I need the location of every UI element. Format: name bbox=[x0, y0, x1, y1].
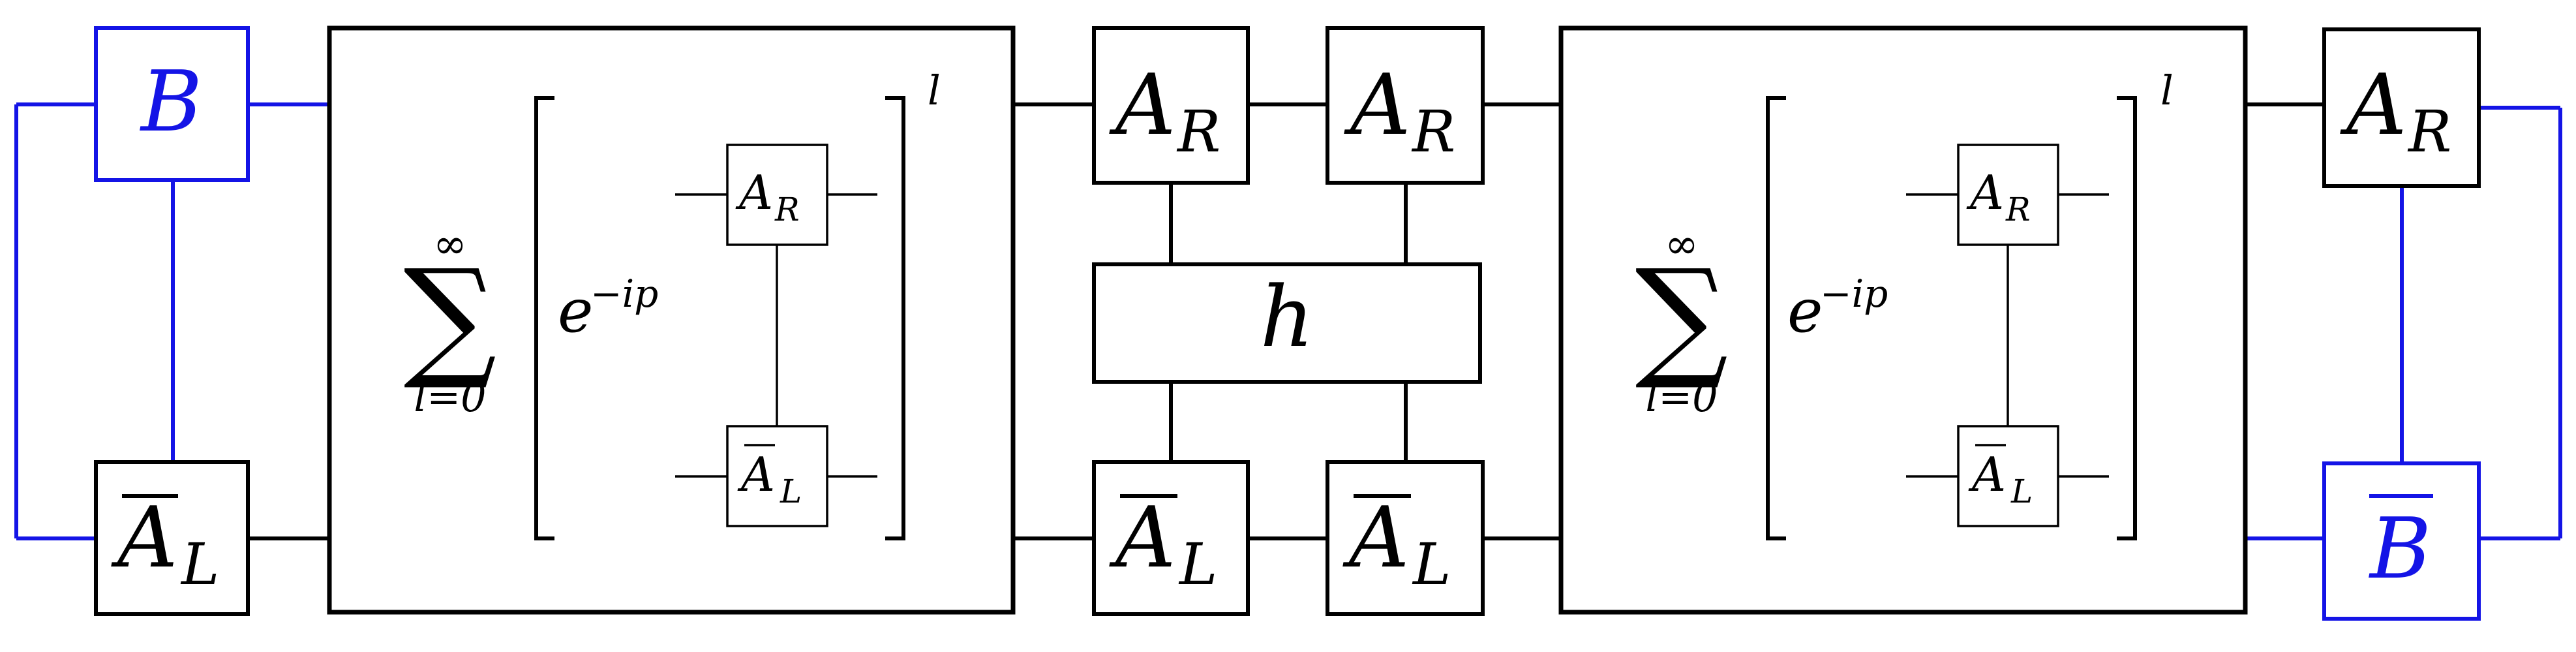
phase-exponent: −ip bbox=[590, 272, 658, 316]
phase-e: e bbox=[558, 276, 593, 346]
operator-h: h bbox=[1092, 262, 1482, 384]
inner-A-R-right-R: R bbox=[2005, 191, 2031, 228]
bracket-close bbox=[885, 96, 905, 540]
sum-lower-limit: l=0 bbox=[414, 373, 486, 421]
sum-sign: ∑ bbox=[1635, 241, 1729, 394]
black-wires bbox=[248, 102, 2324, 540]
tensor-A-R-right: A R bbox=[2322, 27, 2481, 188]
tensor-A-label: A bbox=[2340, 57, 2406, 154]
inner-A-R-right-A: A bbox=[1966, 165, 2004, 220]
inner-A-L-right-A: A bbox=[1968, 447, 2006, 502]
left-blue-loop bbox=[14, 102, 329, 540]
inner-transfer-left bbox=[675, 144, 877, 527]
tensor-A-L-bar-1: A L bbox=[1092, 460, 1250, 616]
tensor-subscript-L: L bbox=[1412, 531, 1451, 598]
power-l: l bbox=[928, 67, 941, 114]
sum-sign: ∑ bbox=[404, 241, 497, 394]
tensor-subscript-R: R bbox=[1411, 98, 1455, 165]
sum-infinity: ∞ bbox=[433, 220, 467, 268]
tensor-A-label: A bbox=[1342, 489, 1409, 587]
right-blue-loop bbox=[2245, 106, 2562, 540]
tensor-A-label: A bbox=[1109, 57, 1175, 154]
operator-h-label: h bbox=[1260, 269, 1314, 366]
sum-lower-limit: l=0 bbox=[1645, 373, 1718, 421]
tensor-B-label: B bbox=[140, 54, 202, 151]
power-l: l bbox=[2160, 67, 2174, 114]
bracket-open bbox=[1766, 96, 1786, 540]
sum-infinity: ∞ bbox=[1665, 220, 1699, 268]
tensor-B-bar-label: B bbox=[2369, 501, 2431, 598]
bracket-open bbox=[534, 96, 554, 540]
tensor-A-R-2: A R bbox=[1326, 26, 1485, 185]
tensor-A-L-bar-2: A L bbox=[1326, 460, 1485, 616]
inner-transfer-right bbox=[1906, 144, 2109, 527]
tensor-B: B bbox=[94, 26, 250, 182]
tensor-A-R-1: A R bbox=[1092, 26, 1250, 185]
inner-A-L-left-A: A bbox=[737, 447, 775, 502]
tensor-B-bar: B bbox=[2322, 461, 2481, 621]
inner-A-L-right-L: L bbox=[2010, 473, 2033, 510]
tensor-A-label: A bbox=[1344, 57, 1410, 154]
sum-block-right: ∞ ∑ l=0 e −ip l A R A L bbox=[1558, 25, 2248, 615]
inner-A-R-left-R: R bbox=[774, 191, 800, 228]
tensor-subscript-R: R bbox=[1176, 98, 1220, 165]
phase-e: e bbox=[1787, 276, 1823, 346]
bracket-close bbox=[2117, 96, 2137, 540]
phase-exponent: −ip bbox=[1820, 272, 1888, 316]
tensor-A-L-bar-left: A L bbox=[94, 460, 250, 616]
sum-block-left: ∞ ∑ l=0 e −ip l A R A L bbox=[327, 25, 1016, 615]
inner-A-L-left-L: L bbox=[780, 473, 802, 510]
tensor-A-label: A bbox=[111, 489, 177, 587]
inner-A-R-left-A: A bbox=[735, 165, 773, 220]
tensor-A-label: A bbox=[1109, 489, 1175, 587]
tensor-subscript-L: L bbox=[180, 531, 219, 598]
tensor-subscript-R: R bbox=[2407, 98, 2451, 165]
tensor-subscript-L: L bbox=[1178, 531, 1217, 598]
